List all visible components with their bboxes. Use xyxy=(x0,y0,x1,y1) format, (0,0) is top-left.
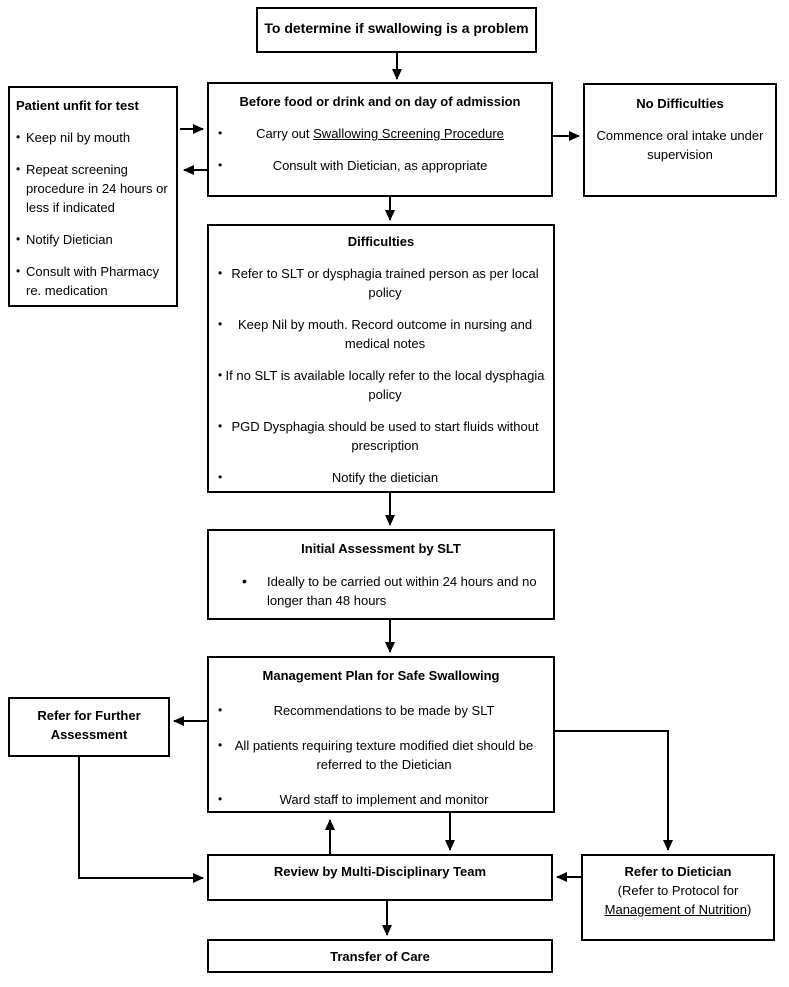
bullet-icon: • xyxy=(16,232,21,246)
list-item: • Recommendations to be made by SLT xyxy=(209,701,553,720)
arrow-management-to-dietician xyxy=(555,730,673,851)
bullet-icon: • xyxy=(218,738,223,752)
list-item: • Consult with Pharmacy re. medication xyxy=(16,262,172,300)
box-title: Review by Multi-Disciplinary Team xyxy=(273,864,487,879)
list-item-text-underlined: Swallowing Screening Procedure xyxy=(313,126,504,141)
box-transfer-of-care: Transfer of Care xyxy=(207,939,553,973)
bullet-icon: • xyxy=(242,573,247,589)
box-title: Difficulties xyxy=(347,234,415,249)
list-item-text: Notify Dietician xyxy=(26,232,113,247)
list-item-text: If no SLT is available locally refer to … xyxy=(225,368,545,402)
box-determine-problem: To determine if swallowing is a problem xyxy=(256,7,537,53)
box-body-text: Management of Nutrition) xyxy=(583,900,773,919)
list-item-text: Ward staff to implement and monitor xyxy=(279,792,489,807)
list-item: • All patients requiring texture modifie… xyxy=(209,736,553,774)
bullet-icon: • xyxy=(218,317,223,331)
list-item: • Consult with Dietician, as appropriate xyxy=(209,156,551,175)
box-management-plan: Management Plan for Safe Swallowing • Re… xyxy=(207,656,555,813)
list-item-text: PGD Dysphagia should be used to start fl… xyxy=(231,419,539,453)
underlined-text: Management of Nutrition xyxy=(604,902,747,917)
bullet-icon: • xyxy=(218,126,223,140)
list-item: • Repeat screening procedure in 24 hours… xyxy=(16,160,172,217)
list-item-text: Consult with Pharmacy re. medication xyxy=(26,264,159,298)
box-title: Refer to Dietician xyxy=(624,864,732,879)
bullet-icon: • xyxy=(16,162,21,176)
box-title: No Difficulties xyxy=(636,96,724,111)
list-item: • Refer to SLT or dysphagia trained pers… xyxy=(209,264,553,302)
suffix-text: ) xyxy=(747,902,752,917)
box-title: Transfer of Care xyxy=(330,949,430,964)
box-before-food-or-drink: Before food or drink and on day of admis… xyxy=(207,82,553,197)
bullet-icon: • xyxy=(218,792,223,806)
box-initial-assessment: Initial Assessment by SLT • Ideally to b… xyxy=(207,529,555,620)
list-item: • Keep nil by mouth xyxy=(16,128,172,147)
bullet-icon: • xyxy=(218,703,223,717)
arrow-further-to-review xyxy=(78,757,204,883)
list-item-text: Consult with Dietician, as appropriate xyxy=(272,158,488,173)
list-item: • Keep Nil by mouth. Record outcome in n… xyxy=(209,315,553,353)
box-title: Initial Assessment by SLT xyxy=(301,541,461,556)
list-item: • Ideally to be carried out within 24 ho… xyxy=(209,572,553,610)
list-item-text: Ideally to be carried out within 24 hour… xyxy=(267,574,537,608)
list-item-text: Keep nil by mouth xyxy=(26,130,131,145)
bullet-icon: • xyxy=(218,470,223,484)
box-body-text: (Refer to Protocol for xyxy=(617,883,739,898)
list-item: • PGD Dysphagia should be used to start … xyxy=(209,417,553,455)
list-item-text: Carry out xyxy=(256,126,314,141)
box-difficulties: Difficulties • Refer to SLT or dysphagia… xyxy=(207,224,555,493)
box-title: Patient unfit for test xyxy=(16,98,139,113)
bullet-icon: • xyxy=(218,419,223,433)
list-item: • Ward staff to implement and monitor xyxy=(209,790,553,809)
box-review-mdt: Review by Multi-Disciplinary Team xyxy=(207,854,553,901)
list-item-text: All patients requiring texture modified … xyxy=(234,738,534,772)
box-title: Management Plan for Safe Swallowing xyxy=(262,668,500,683)
list-item-text: Recommendations to be made by SLT xyxy=(273,703,495,718)
box-patient-unfit: Patient unfit for test • Keep nil by mou… xyxy=(8,86,178,307)
box-body-text: Commence oral intake under supervision xyxy=(596,128,764,162)
bullet-icon: • xyxy=(218,158,223,172)
list-item: • If no SLT is available locally refer t… xyxy=(209,366,553,404)
box-title: Refer for Further Assessment xyxy=(37,708,141,742)
list-item: • Notify Dietician xyxy=(16,230,172,249)
bullet-icon: • xyxy=(16,130,21,144)
box-no-difficulties: No Difficulties Commence oral intake und… xyxy=(583,83,777,197)
list-item-text: Refer to SLT or dysphagia trained person… xyxy=(231,266,539,300)
list-item-text: Repeat screening procedure in 24 hours o… xyxy=(26,162,168,215)
box-refer-to-dietician: Refer to Dietician (Refer to Protocol fo… xyxy=(581,854,775,941)
box-refer-further-assessment: Refer for Further Assessment xyxy=(8,697,170,757)
list-item: • Notify the dietician xyxy=(209,468,553,487)
box-title: Before food or drink and on day of admis… xyxy=(239,94,521,109)
bullet-icon: • xyxy=(218,266,223,280)
bullet-icon: • xyxy=(16,264,21,278)
box-title: To determine if swallowing is a problem xyxy=(264,20,529,36)
bullet-icon: • xyxy=(218,368,223,382)
list-item-text: Keep Nil by mouth. Record outcome in nur… xyxy=(237,317,533,351)
list-item-text: Notify the dietician xyxy=(331,470,439,485)
list-item: • Carry out Swallowing Screening Procedu… xyxy=(209,124,551,143)
